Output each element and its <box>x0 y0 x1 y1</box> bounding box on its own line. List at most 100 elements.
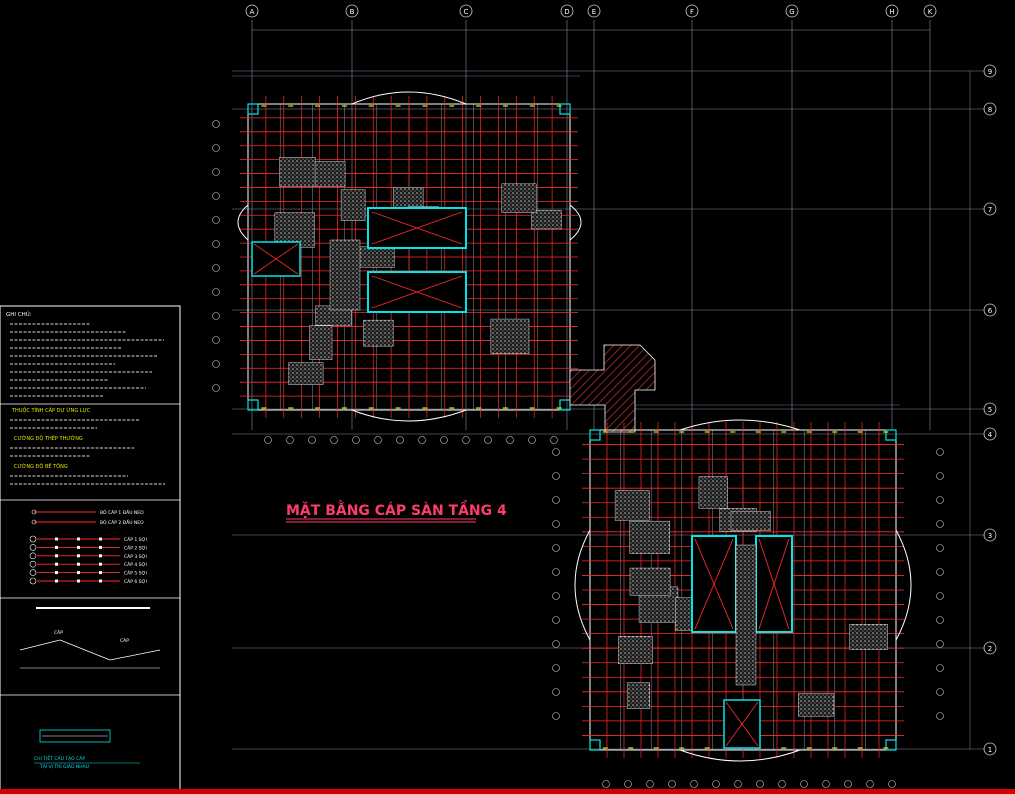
upper-tendon-bubble <box>330 436 338 444</box>
lower-tendon-bubble <box>552 472 560 480</box>
grid-bubble-row-3 <box>983 528 997 542</box>
lower-tendon-bubble <box>800 780 808 788</box>
upper-tendon-bubble <box>212 264 220 272</box>
notes-border <box>0 305 181 794</box>
upper-curve-top <box>351 91 467 105</box>
core-cross <box>371 275 463 309</box>
grid-bubble-row-2 <box>983 641 997 655</box>
lower-tendon-bubble <box>552 448 560 456</box>
upper-drop-panel <box>501 183 537 213</box>
lower-tendon-bubble <box>936 496 944 504</box>
legend-marker <box>77 562 80 566</box>
grid-row-label-3: 3 <box>988 532 992 540</box>
lower-tendon-bubble <box>888 780 896 788</box>
lower-tendon-bubble <box>936 448 944 456</box>
lower-tendon-bubble <box>552 520 560 528</box>
upper-curve-left <box>237 204 249 241</box>
upper-drop-panel <box>363 319 394 347</box>
grid-bubble-F <box>685 4 699 18</box>
notes-heading: GHI CHÚ: <box>6 311 32 318</box>
legend-label: CÁP 4 SỢI <box>124 561 147 568</box>
upper-drop-panel <box>393 187 424 209</box>
upper-tendon-bubble <box>212 384 220 392</box>
legend-marker <box>99 537 102 541</box>
grid-row-label-8: 8 <box>988 106 992 114</box>
legend-marker <box>55 571 58 575</box>
lower-tendon-bubble <box>936 544 944 552</box>
upper-tendon-bubble <box>264 436 272 444</box>
lower-tendon-bubble <box>936 640 944 648</box>
grid-row-label-2: 2 <box>988 645 992 653</box>
lower-tendon-bubble <box>734 780 742 788</box>
lower-drop-panel <box>629 567 671 596</box>
lower-drop-panel <box>618 636 653 665</box>
legend-marker <box>55 537 58 541</box>
upper-tendon-bubble <box>550 436 558 444</box>
upper-tendon-bubble <box>212 312 220 320</box>
grid-bubble-row-7 <box>983 202 997 216</box>
upper-tendon-bubble <box>418 436 426 444</box>
legend-marker <box>77 579 80 583</box>
legend-anchor <box>31 519 37 525</box>
grid-bubble-row-4 <box>983 427 997 441</box>
upper-tendon-bubble <box>212 192 220 200</box>
grid-bubble-D <box>560 4 574 18</box>
lower-tendon-bubble <box>756 780 764 788</box>
lower-curve-top <box>679 419 801 431</box>
upper-core-wall-hatch <box>329 239 361 311</box>
lower-drop-panel <box>849 624 888 650</box>
lower-tendon-bubble <box>936 616 944 624</box>
lower-tendon-bubble <box>624 780 632 788</box>
detail-caption-2: TẠI VỊ TRÍ GIAO NHAU <box>39 763 89 770</box>
grid-bubble-C <box>459 4 473 18</box>
upper-drop-panel <box>309 325 333 360</box>
upper-drop-panel <box>314 161 346 187</box>
lower-tendon-bubble <box>936 712 944 720</box>
stair-cross <box>725 701 759 747</box>
lower-drop-panel <box>629 520 670 554</box>
legend-marker <box>55 579 58 583</box>
legend-marker <box>77 554 80 558</box>
upper-tendon-bubble <box>212 240 220 248</box>
grid-label-E: E <box>592 8 596 16</box>
grid-bubble-G <box>785 4 799 18</box>
lower-tendon-bubble <box>936 568 944 576</box>
upper-tendon-bubble <box>396 436 404 444</box>
grid-bubble-row-6 <box>983 303 997 317</box>
lower-drop-panel <box>798 693 835 717</box>
legend-marker <box>99 545 102 549</box>
upper-tendon-bubble <box>308 436 316 444</box>
grid-row-label-6: 6 <box>988 307 993 315</box>
upper-tendon-bubble <box>484 436 492 444</box>
grid-row-label-4: 4 <box>988 431 993 439</box>
core-cross <box>694 538 734 630</box>
legend-label: CÁP 3 SỢI <box>124 553 147 560</box>
stair-cross <box>253 243 299 275</box>
grid-row-label-1: 1 <box>988 746 992 754</box>
upper-tendon-bubble <box>212 288 220 296</box>
lower-curve-bottom <box>679 749 801 762</box>
lower-curve-right <box>895 529 912 641</box>
upper-wall-corner <box>247 103 259 115</box>
lower-tendon-bubble <box>936 688 944 696</box>
grid-bubble-B <box>345 4 359 18</box>
prestress-heading: THUỘC TÍNH CÁP DỰ ỨNG LỰC <box>11 407 91 414</box>
upper-drop-panel <box>490 318 530 354</box>
lower-tendon-bubble <box>552 616 560 624</box>
grid-bubble-row-8 <box>983 102 997 116</box>
legend-marker <box>77 571 80 575</box>
grid-bubble-K <box>923 4 937 18</box>
detail-cable-2 <box>59 639 111 661</box>
slab-plan-lower <box>552 344 944 788</box>
upper-tendon-bubble <box>212 144 220 152</box>
lower-tendon-bubble <box>822 780 830 788</box>
lower-core-wall-hatch <box>735 544 757 686</box>
grid-bubble-row-1 <box>983 742 997 756</box>
upper-drop-panel <box>531 210 562 230</box>
legend-marker <box>99 562 102 566</box>
notes-panel: GHI CHÚ: THUỘC TÍNH CÁP DỰ ỨNG LỰC CƯỜNG… <box>0 305 181 794</box>
lower-drop-panel <box>698 476 728 509</box>
